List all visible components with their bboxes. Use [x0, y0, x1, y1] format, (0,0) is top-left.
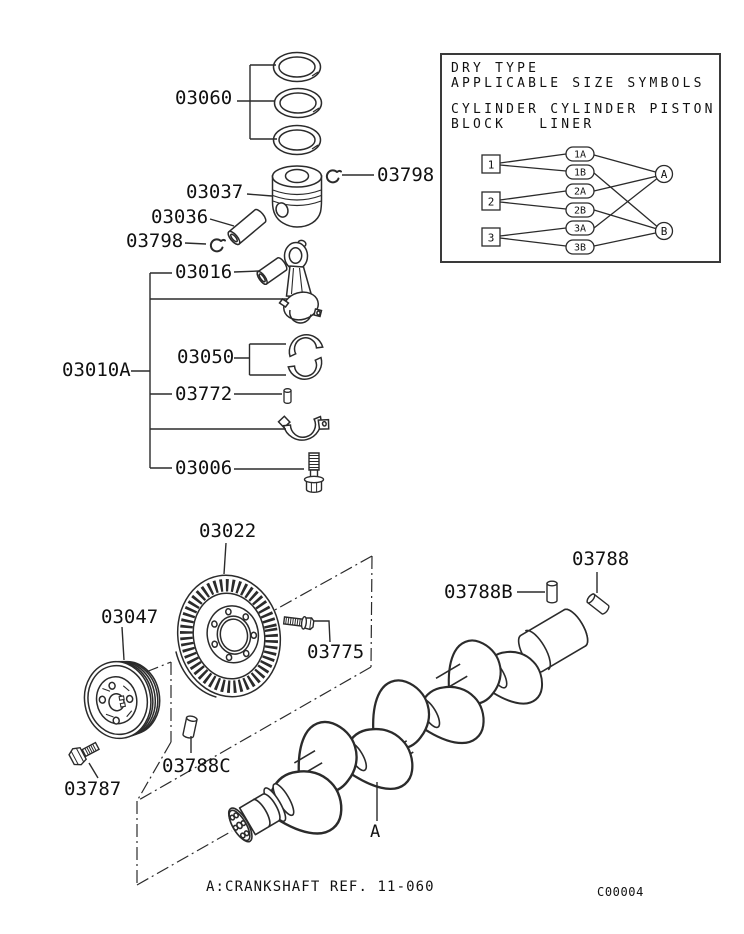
part-label-03772: 03772	[175, 383, 233, 405]
dowel-pin-b	[546, 580, 558, 604]
part-label-03788b: 03788B	[444, 581, 513, 603]
size-box-title-line2: APPLICABLE SIZE SYMBOLS	[451, 76, 705, 91]
part-label-03022: 03022	[199, 520, 257, 542]
part-label-03016: 03016	[175, 261, 233, 283]
part-label-03060: 03060	[175, 87, 233, 109]
part-label-03788: 03788	[572, 548, 630, 570]
part-label-03050: 03050	[177, 346, 235, 368]
pulley-bolt	[68, 741, 100, 766]
part-label-03037: 03037	[186, 181, 244, 203]
rod-bearings	[287, 334, 324, 380]
damper-bolt-holes	[211, 608, 258, 662]
damper-bolt	[282, 615, 315, 631]
construction-lines	[136, 555, 373, 886]
part-label-03798-left: 03798	[126, 230, 184, 252]
crank-nose-bolt-holes	[229, 812, 250, 839]
connecting-rod	[278, 239, 323, 324]
part-label-03010a: 03010A	[62, 359, 131, 381]
dowel-pin-c	[182, 715, 198, 739]
part-label-03006: 03006	[175, 457, 233, 479]
crank-pulley	[83, 660, 161, 740]
drawing-code: C00004	[597, 885, 644, 899]
rod-bolt	[303, 452, 325, 493]
part-label-03788c: 03788C	[162, 755, 231, 777]
bearing-cap	[277, 415, 330, 441]
rod-pin	[283, 388, 292, 404]
piston	[271, 165, 323, 228]
part-label-03787: 03787	[64, 778, 122, 800]
small-end-bushing	[256, 257, 288, 286]
crankshaft	[227, 608, 589, 853]
part-label-03047: 03047	[101, 606, 159, 628]
dowel-pin-plain	[586, 593, 610, 615]
piston-pin	[227, 208, 267, 246]
crankshaft-callout-a: A	[370, 822, 381, 842]
size-box-header-row2: BLOCK LINER	[451, 117, 595, 132]
size-box-title-line1: DRY TYPE	[451, 61, 540, 76]
crankshaft-reference-note: A:CRANKSHAFT REF. 11-060	[206, 879, 435, 895]
damper-disc	[175, 574, 282, 698]
part-label-03798-right: 03798	[377, 164, 435, 186]
snap-ring-right	[325, 169, 342, 184]
size-box-header-row1: CYLINDER CYLINDER PISTON	[451, 102, 716, 117]
part-label-03036: 03036	[151, 206, 209, 228]
piston-rings	[272, 51, 323, 156]
part-label-03775: 03775	[307, 641, 365, 663]
size-symbols-box: DRY TYPE APPLICABLE SIZE SYMBOLS CYLINDE…	[440, 53, 721, 263]
snap-ring-left	[209, 238, 226, 253]
